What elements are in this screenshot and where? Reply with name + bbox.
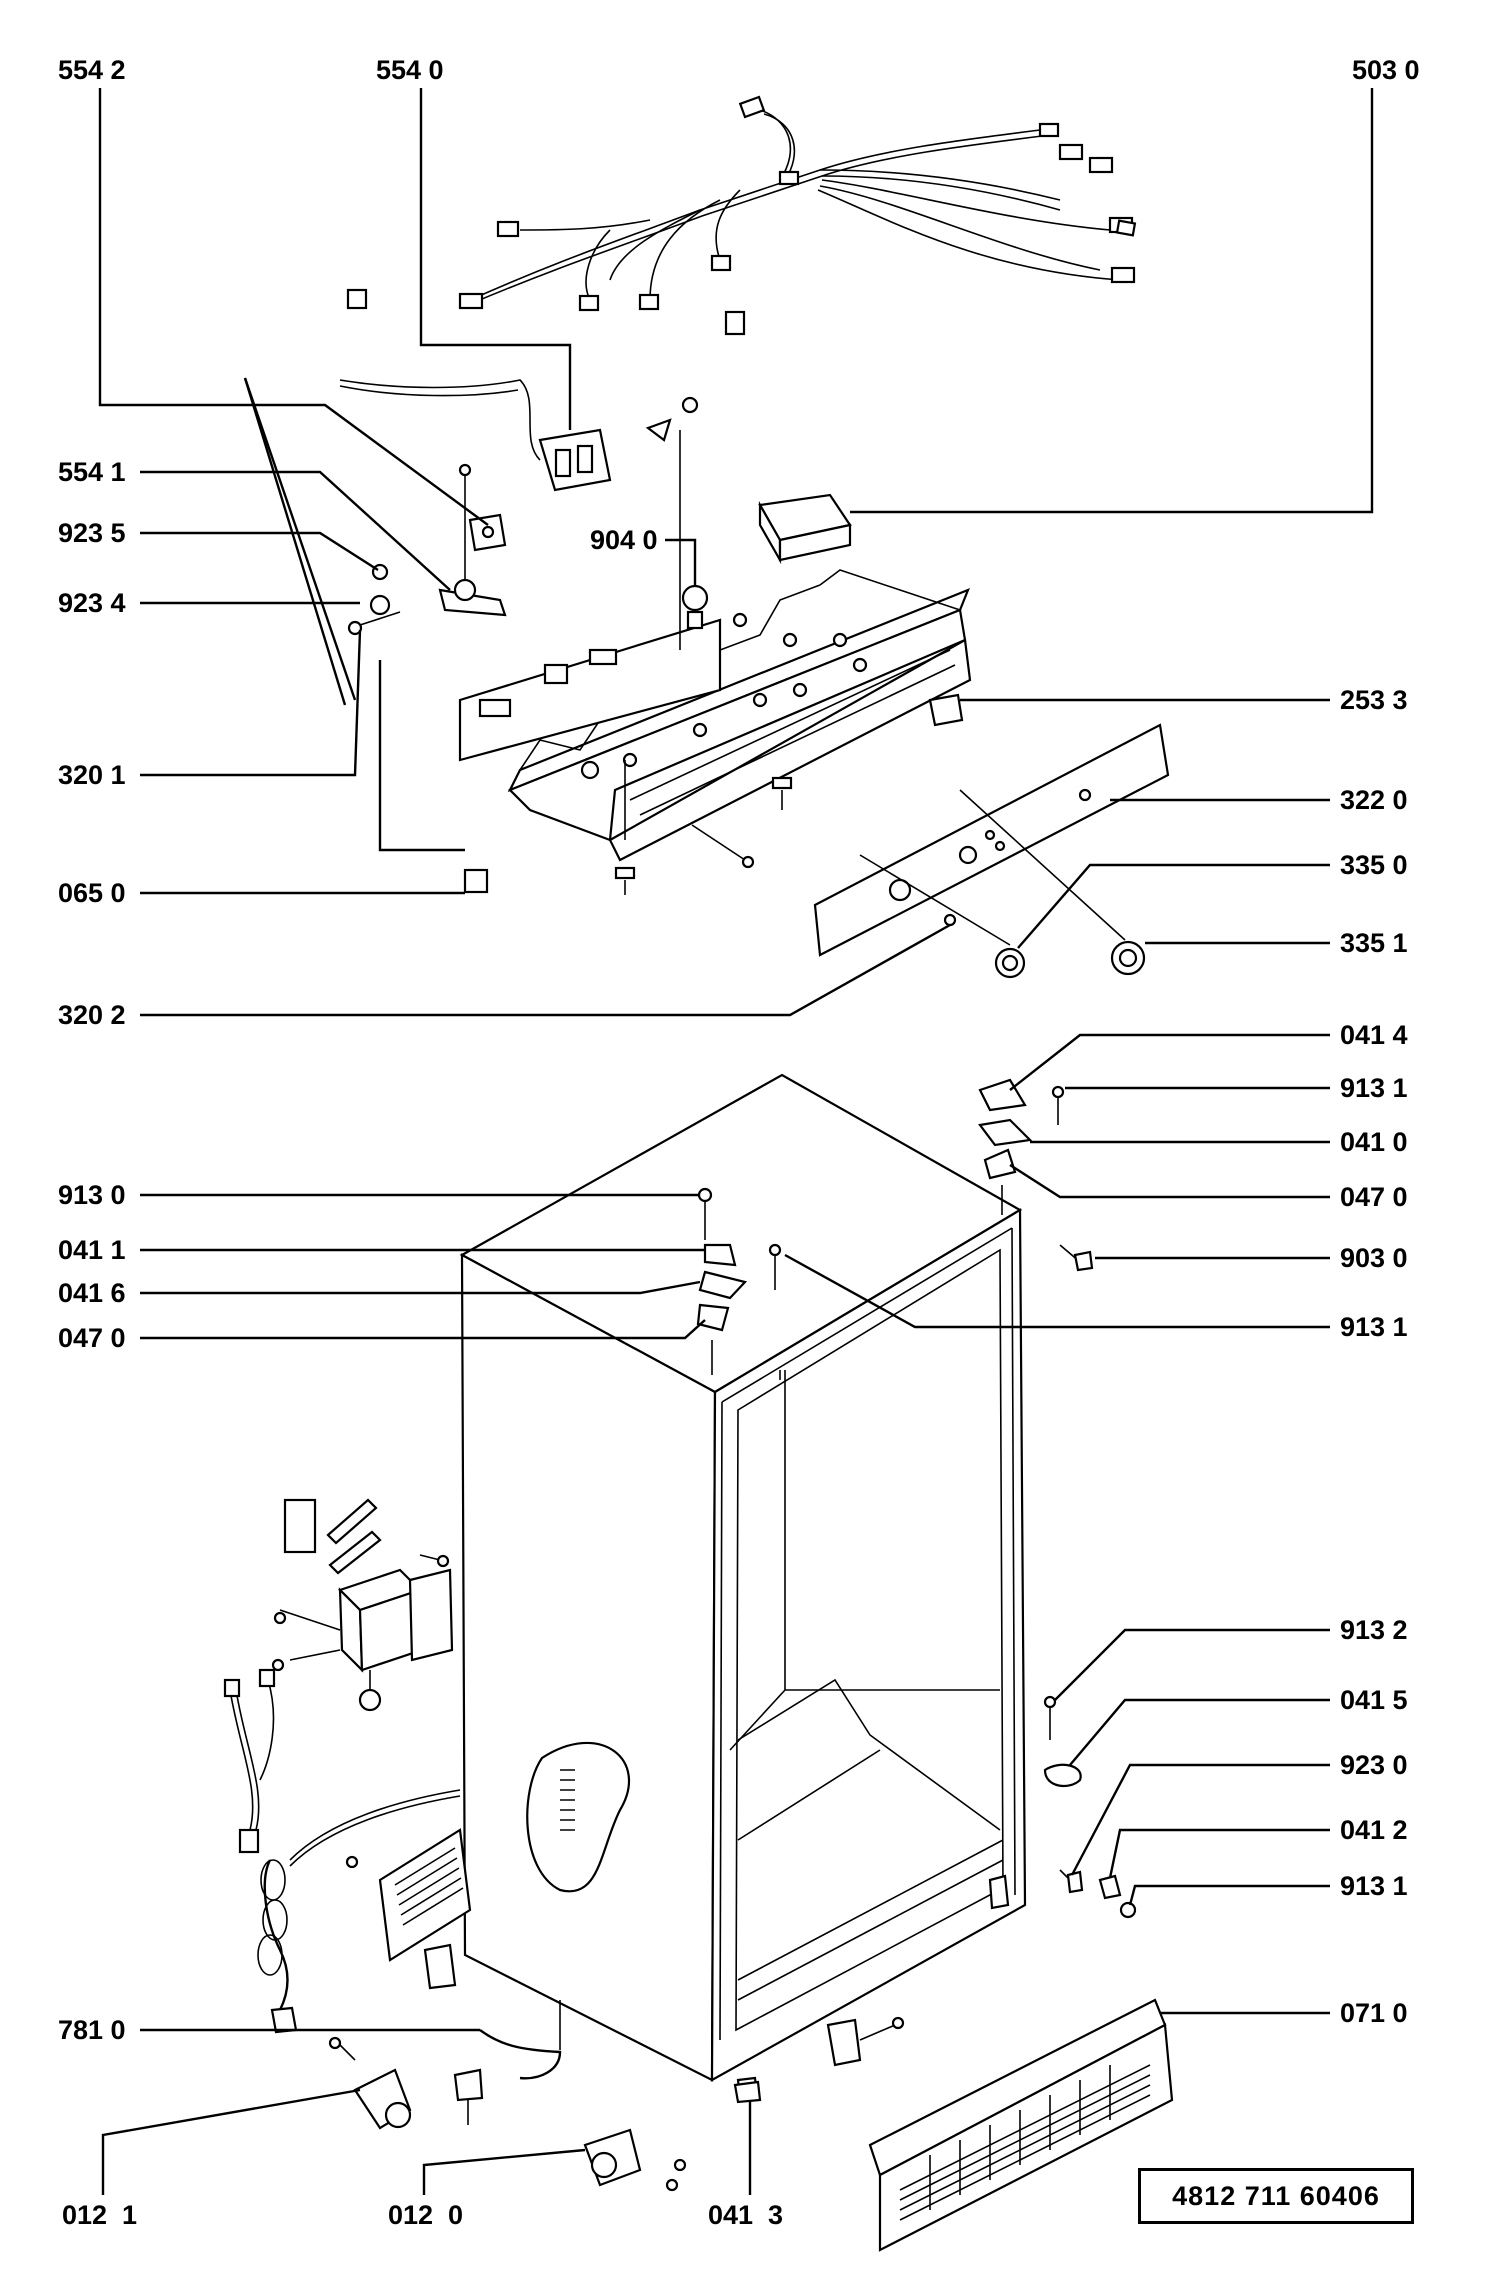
callout-041-1: 041 1: [58, 1235, 126, 1265]
callout-012-0: 012 0: [388, 2200, 464, 2230]
callout-554-1: 554 1: [58, 457, 126, 487]
leader-lines: [98, 88, 1374, 2195]
callout-253-3: 253 3: [1340, 685, 1408, 715]
callout-913-1-bottom: 913 1: [1340, 1871, 1408, 1901]
callout-041-6: 041 6: [58, 1278, 126, 1308]
callout-320-1: 320 1: [58, 760, 126, 790]
control-panel-assembly: [339, 379, 1170, 979]
callout-923-0: 923 0: [1340, 1750, 1408, 1780]
callout-322-0: 322 0: [1340, 785, 1408, 815]
callout-913-2: 913 2: [1340, 1615, 1408, 1645]
callout-012-1: 012 1: [62, 2200, 138, 2230]
callout-923-5: 923 5: [58, 518, 126, 548]
callout-503-0: 503 0: [1352, 55, 1420, 85]
callout-913-1-mid: 913 1: [1340, 1312, 1408, 1342]
callout-041-5: 041 5: [1340, 1685, 1408, 1715]
callout-335-0: 335 0: [1340, 850, 1408, 880]
callout-071-0: 071 0: [1340, 1998, 1408, 2028]
callout-913-1-top: 913 1: [1340, 1073, 1408, 1103]
callout-041-4: 041 4: [1340, 1020, 1408, 1050]
callout-320-2: 320 2: [58, 1000, 126, 1030]
callout-554-2: 554 2: [58, 55, 126, 85]
callout-913-0: 913 0: [58, 1180, 126, 1210]
electrical-components: [223, 1498, 472, 2034]
callout-554-0: 554 0: [376, 55, 444, 85]
callout-041-0: 041 0: [1340, 1127, 1408, 1157]
callout-335-1: 335 1: [1340, 928, 1408, 958]
callout-904-0: 904 0: [590, 525, 658, 555]
callout-047-0-left: 047 0: [58, 1323, 126, 1353]
callout-781-0: 781 0: [58, 2015, 126, 2045]
callout-903-0: 903 0: [1340, 1243, 1408, 1273]
refrigerator-cabinet: [328, 1073, 1174, 2252]
callout-041-2: 041 2: [1340, 1815, 1408, 1845]
callout-923-4: 923 4: [58, 588, 126, 618]
callout-047-0-right: 047 0: [1340, 1182, 1408, 1212]
part-number-box: 4812 711 60406: [1138, 2168, 1414, 2224]
callout-041-3: 041 3: [708, 2200, 784, 2230]
wiring-harness: [346, 95, 1137, 336]
callout-065-0: 065 0: [58, 878, 126, 908]
